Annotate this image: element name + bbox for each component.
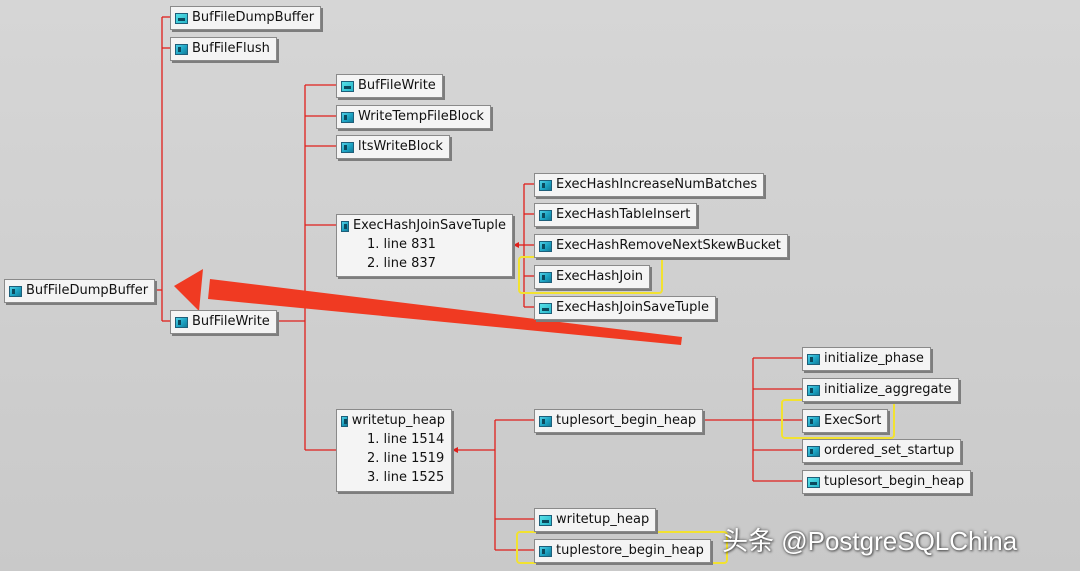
node-label: ltsWriteBlock <box>358 139 443 154</box>
header-function-icon <box>341 80 354 92</box>
function-icon <box>175 316 188 328</box>
function-icon <box>807 415 820 427</box>
highlight-tuplestore-begin-heap <box>516 531 728 564</box>
big-red-arrow <box>174 269 682 345</box>
function-icon <box>539 209 552 221</box>
node-label: tuplestore_begin_heap <box>556 543 704 558</box>
node-initialize-phase[interactable]: initialize_phase <box>802 347 931 371</box>
node-ordered-set-startup[interactable]: ordered_set_startup <box>802 439 962 463</box>
node-label: initialize_aggregate <box>824 382 952 397</box>
function-icon <box>539 545 552 557</box>
node-tuplestore-begin-heap[interactable]: tuplestore_begin_heap <box>534 539 711 563</box>
function-icon <box>341 220 349 232</box>
node-label: BufFileDumpBuffer <box>192 10 315 25</box>
function-icon <box>539 271 552 283</box>
node-label: ExecHashTableInsert <box>556 207 691 222</box>
node-label: writetup_heap <box>556 512 650 527</box>
node-label: ExecSort <box>824 413 882 428</box>
header-function-icon <box>807 476 820 488</box>
header-function-icon <box>539 302 552 314</box>
function-icon <box>807 445 820 457</box>
node-label: initialize_phase <box>824 351 924 366</box>
node-label: BufFileWrite <box>358 78 436 93</box>
node-label: WriteTempFileBlock <box>358 109 484 124</box>
function-icon <box>341 111 354 123</box>
node-ltswriteblock[interactable]: ltsWriteBlock <box>336 135 450 159</box>
node-exechashincreasenumbatches[interactable]: ExecHashIncreaseNumBatches <box>534 173 765 197</box>
function-icon <box>341 141 354 153</box>
call-line: 2. line 1519 <box>367 451 445 466</box>
node-label: ExecHashIncreaseNumBatches <box>556 177 758 192</box>
function-icon <box>539 415 552 427</box>
node-initialize-aggregate[interactable]: initialize_aggregate <box>802 378 959 402</box>
function-icon <box>175 43 188 55</box>
function-icon <box>807 384 820 396</box>
call-line: 1. line 831 <box>367 237 436 252</box>
node-label: ExecHashRemoveNextSkewBucket <box>556 238 781 253</box>
node-exechashtableinsert[interactable]: ExecHashTableInsert <box>534 203 698 227</box>
header-function-icon <box>175 12 188 24</box>
node-label: tuplesort_begin_heap <box>824 474 965 489</box>
node-tuplesort-begin-heap-decl[interactable]: tuplesort_begin_heap <box>802 470 972 494</box>
node-execsort[interactable]: ExecSort <box>802 409 889 433</box>
node-writetempfileblock[interactable]: WriteTempFileBlock <box>336 105 491 129</box>
node-label: BufFileWrite <box>192 314 270 329</box>
node-exechashjoinsavetuple-decl[interactable]: ExecHashJoinSaveTuple <box>534 296 717 320</box>
function-icon <box>539 179 552 191</box>
node-label: ExecHashJoinSaveTuple <box>352 218 506 233</box>
node-writetup-heap-decl[interactable]: writetup_heap <box>534 508 657 532</box>
node-buffiledumpbuffer[interactable]: BufFileDumpBuffer <box>170 6 322 30</box>
call-line: 1. line 1514 <box>367 432 445 447</box>
header-function-icon <box>539 514 552 526</box>
node-writetup-heap[interactable]: writetup_heap 1. line 1514 2. line 1519 … <box>336 409 452 492</box>
function-icon <box>341 415 348 427</box>
node-label: ExecHashJoin <box>556 269 644 284</box>
function-icon <box>539 240 552 252</box>
node-label: BufFileFlush <box>192 41 270 56</box>
function-icon <box>807 353 820 365</box>
node-label: BufFileDumpBuffer <box>26 283 149 298</box>
node-buffilewrite-caller[interactable]: BufFileWrite <box>170 310 277 334</box>
node-exechashjoinsavetuple[interactable]: ExecHashJoinSaveTuple 1. line 831 2. lin… <box>336 214 513 277</box>
watermark: 头条 @PostgreSQLChina <box>722 526 1018 556</box>
node-root-buffiledumpbuffer[interactable]: BufFileDumpBuffer <box>4 279 156 303</box>
node-exechashremovenextskewbucket[interactable]: ExecHashRemoveNextSkewBucket <box>534 234 788 258</box>
node-label: ordered_set_startup <box>824 443 955 458</box>
function-icon <box>9 285 22 297</box>
node-tuplesort-begin-heap[interactable]: tuplesort_begin_heap <box>534 409 704 433</box>
node-exechashjoin[interactable]: ExecHashJoin <box>534 265 651 289</box>
call-line: 3. line 1525 <box>367 470 445 485</box>
node-buffileflush[interactable]: BufFileFlush <box>170 37 277 61</box>
node-label: tuplesort_begin_heap <box>556 413 697 428</box>
node-buffilewrite[interactable]: BufFileWrite <box>336 74 443 98</box>
node-label: writetup_heap <box>351 413 445 428</box>
call-line: 2. line 837 <box>367 256 436 271</box>
node-label: ExecHashJoinSaveTuple <box>556 300 710 315</box>
